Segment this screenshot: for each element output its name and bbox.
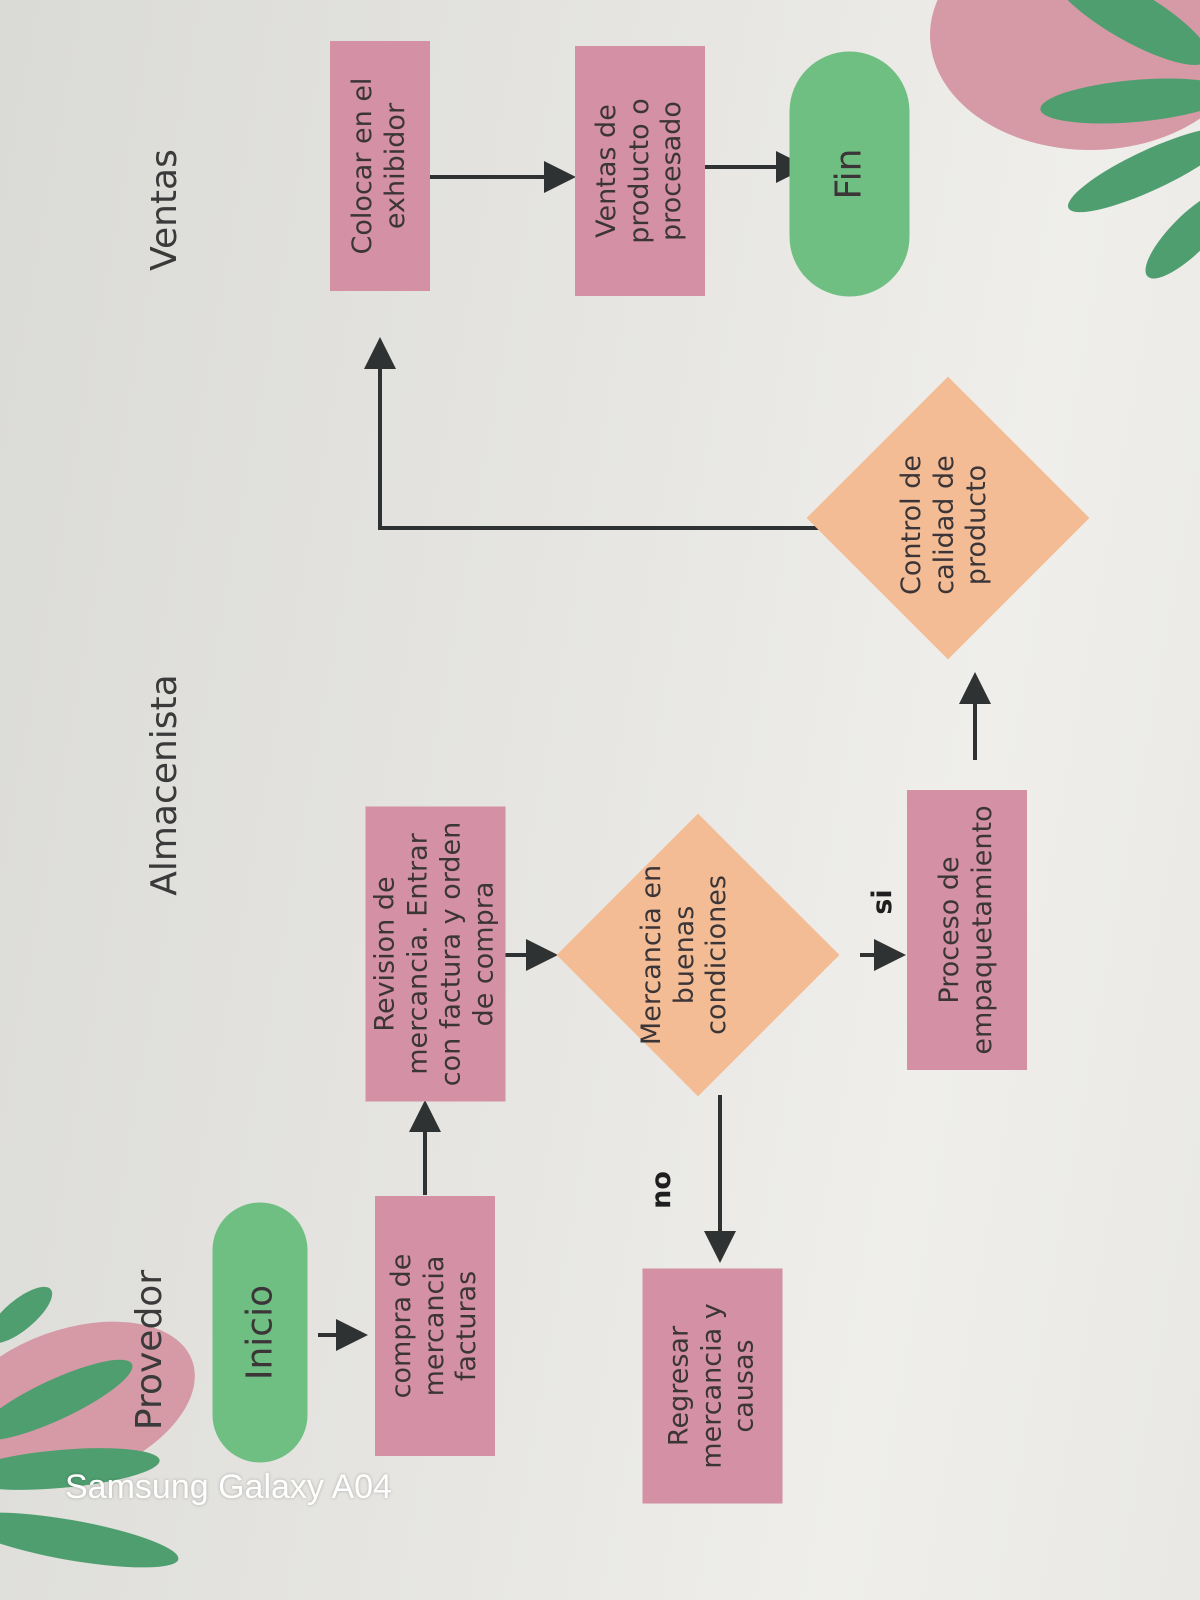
packaging-process-box: Proceso de empaquetamiento bbox=[907, 790, 1027, 1070]
lane-sales-label: Ventas bbox=[144, 149, 186, 271]
edge-label-yes: si bbox=[866, 889, 898, 915]
camera-watermark: Samsung Galaxy A04 bbox=[65, 1468, 392, 1506]
lane-warehouse-label: Almacenista bbox=[144, 674, 186, 896]
start-terminal: Inicio bbox=[212, 1202, 308, 1463]
purchase-invoices-box: compra de mercancia facturas bbox=[375, 1196, 495, 1456]
edge-label-no: no bbox=[645, 1171, 677, 1209]
product-sales-box: Ventas de producto o procesado bbox=[575, 46, 705, 296]
review-merchandise-box: Revision de mercancia. Entrar con factur… bbox=[365, 806, 506, 1102]
arrow-quality-to-display bbox=[364, 337, 825, 530]
condition-decision-label: Mercancia en buenas condiciones bbox=[635, 864, 733, 1046]
place-in-display-box: Colocar en el exhibidor bbox=[330, 41, 430, 291]
return-merchandise-box: Regresar mercancia y causas bbox=[642, 1268, 783, 1504]
quality-control-label: Control de calidad de producto bbox=[895, 455, 993, 595]
lane-provider-label: Provedor bbox=[129, 1269, 171, 1431]
end-terminal: Fin bbox=[789, 51, 910, 297]
